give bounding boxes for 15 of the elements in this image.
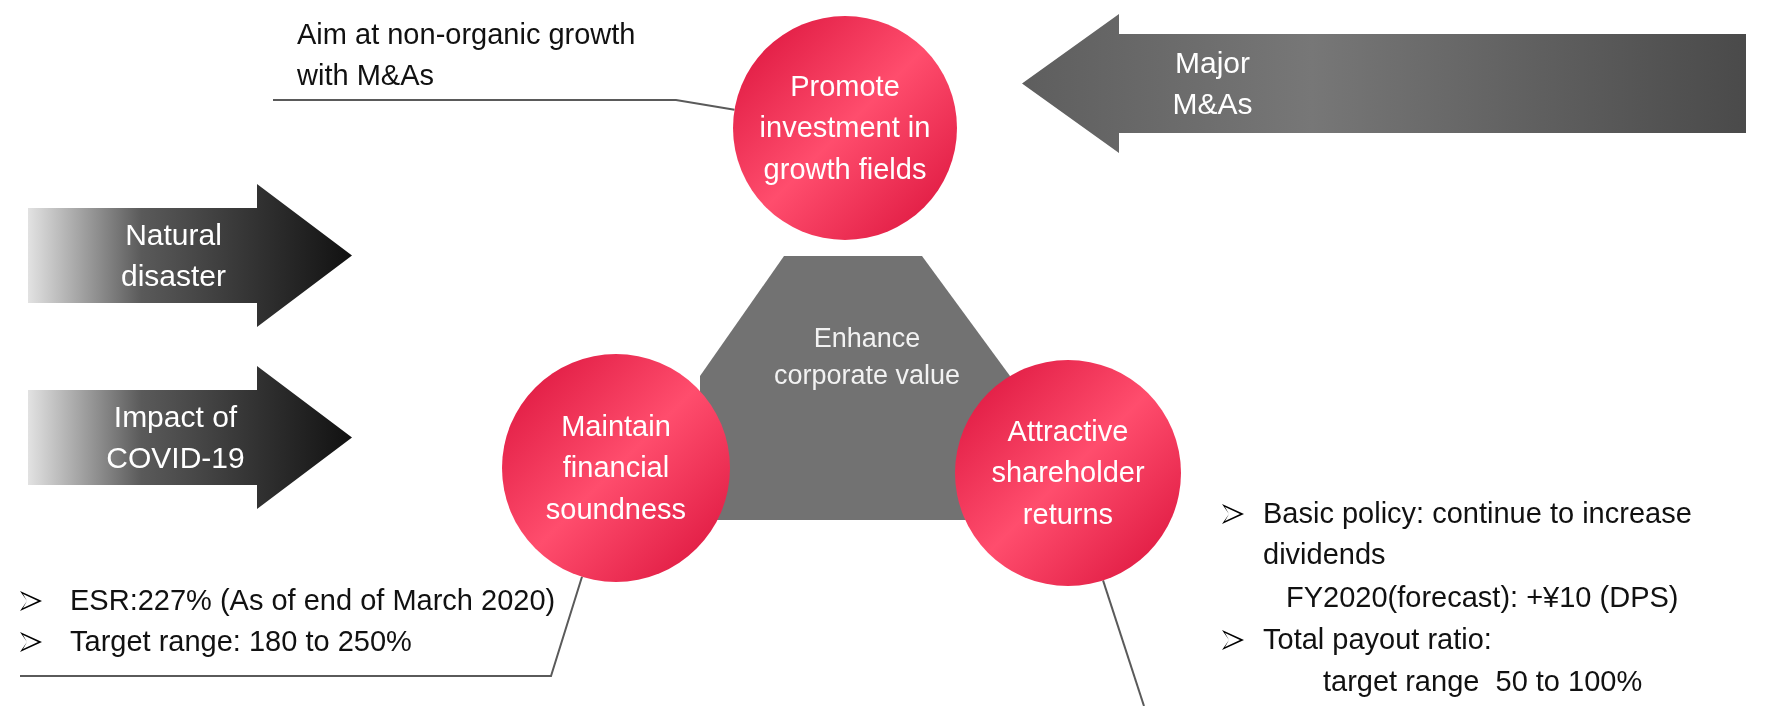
note-text: Aim at non-organic growth with M&As: [297, 17, 637, 93]
bullet-text: FY2020(forecast): +¥10 (DPS): [1286, 580, 1680, 615]
leader-line: [19, 575, 583, 677]
arrow-label: Natural disaster: [119, 217, 227, 295]
bullet-text: target range 50 to 100%: [1323, 664, 1644, 699]
bullet-text: Target range: 180 to 250%: [70, 624, 413, 659]
bullet-text: Basic policy: continue to increase dividends: [1263, 496, 1693, 572]
arrow-label: Major M&As: [1171, 45, 1254, 123]
bullet-text: Total payout ratio:: [1263, 622, 1493, 657]
bullet-text: ESR:227% (As of end of March 2020): [70, 583, 557, 618]
leader-line: [272, 99, 736, 111]
goal-circle: Maintain financial soundness: [502, 354, 730, 582]
goal-circle: Promote investment in growth fields: [733, 16, 957, 240]
arrow-label: Impact of COVID-19: [105, 399, 246, 477]
leader-line: [1102, 579, 1145, 706]
